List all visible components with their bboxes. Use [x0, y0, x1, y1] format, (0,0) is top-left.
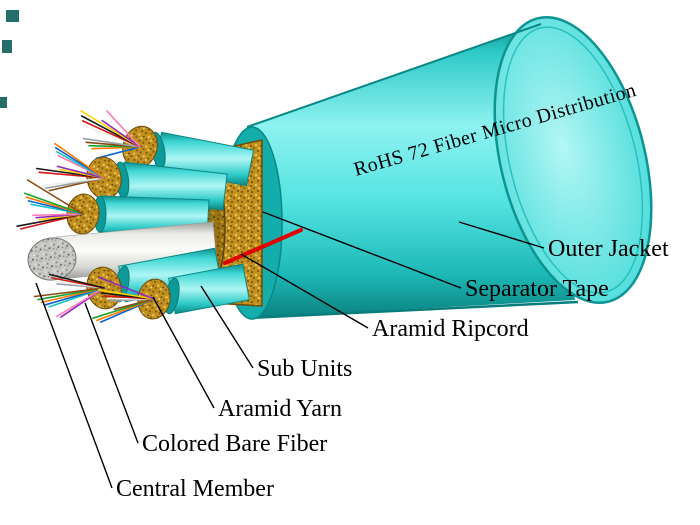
label-central-member: Central Member: [116, 476, 274, 502]
bare-fiber-strand: [98, 276, 155, 300]
label-colored-bare-fiber: Colored Bare Fiber: [142, 431, 327, 457]
leader-lines: [35, 211, 545, 489]
bare-fiber-strand: [54, 142, 105, 179]
leader-sub-units: [200, 285, 254, 369]
sub-unit-lower-right: [92, 263, 250, 323]
bare-fiber-strand: [41, 177, 105, 187]
label-aramid-ripcord: Aramid Ripcord: [372, 316, 529, 342]
bare-fiber-strand: [113, 298, 155, 311]
bare-fiber-strand: [56, 287, 105, 318]
bare-fibers: [35, 142, 105, 192]
leader-aramid-yarn: [152, 296, 215, 409]
label-sub-units: Sub Units: [257, 356, 352, 382]
outer-jacket-body: [246, 16, 653, 320]
bare-fibers: [92, 276, 155, 323]
leader-central-member: [35, 282, 113, 489]
leader-outer-jacket: [458, 221, 545, 249]
bare-fiber-strand: [26, 179, 84, 215]
bare-fibers: [16, 179, 84, 230]
bare-fiber-strand: [101, 119, 141, 148]
leader-colored-bare-fiber: [84, 302, 139, 444]
bare-fiber-strand: [95, 146, 141, 160]
bare-fiber-strand: [56, 165, 105, 179]
bare-fiber-strand: [33, 287, 105, 298]
bare-fiber-strand: [23, 192, 84, 215]
bare-fiber-strand: [106, 110, 141, 148]
leader-aramid-ripcord: [240, 253, 369, 329]
jacket-end-cap: [493, 16, 653, 304]
central-member-tip: [27, 237, 77, 281]
bare-fibers: [80, 110, 141, 160]
leader-separator-tape: [262, 211, 462, 289]
bare-fiber-strand: [98, 288, 155, 300]
label-separator-tape: Separator Tape: [465, 276, 609, 302]
sub-unit-top: [80, 110, 255, 187]
image-artifacts: [0, 10, 19, 108]
bare-fiber-strand: [82, 137, 141, 148]
label-outer-jacket: Outer Jacket: [548, 236, 669, 262]
aramid-ripcord-line: [223, 228, 303, 265]
bare-fibers: [33, 273, 105, 318]
bare-fiber-strand: [32, 213, 84, 217]
bare-fiber-strand: [48, 273, 105, 289]
label-aramid-yarn: Aramid Yarn: [218, 396, 342, 422]
